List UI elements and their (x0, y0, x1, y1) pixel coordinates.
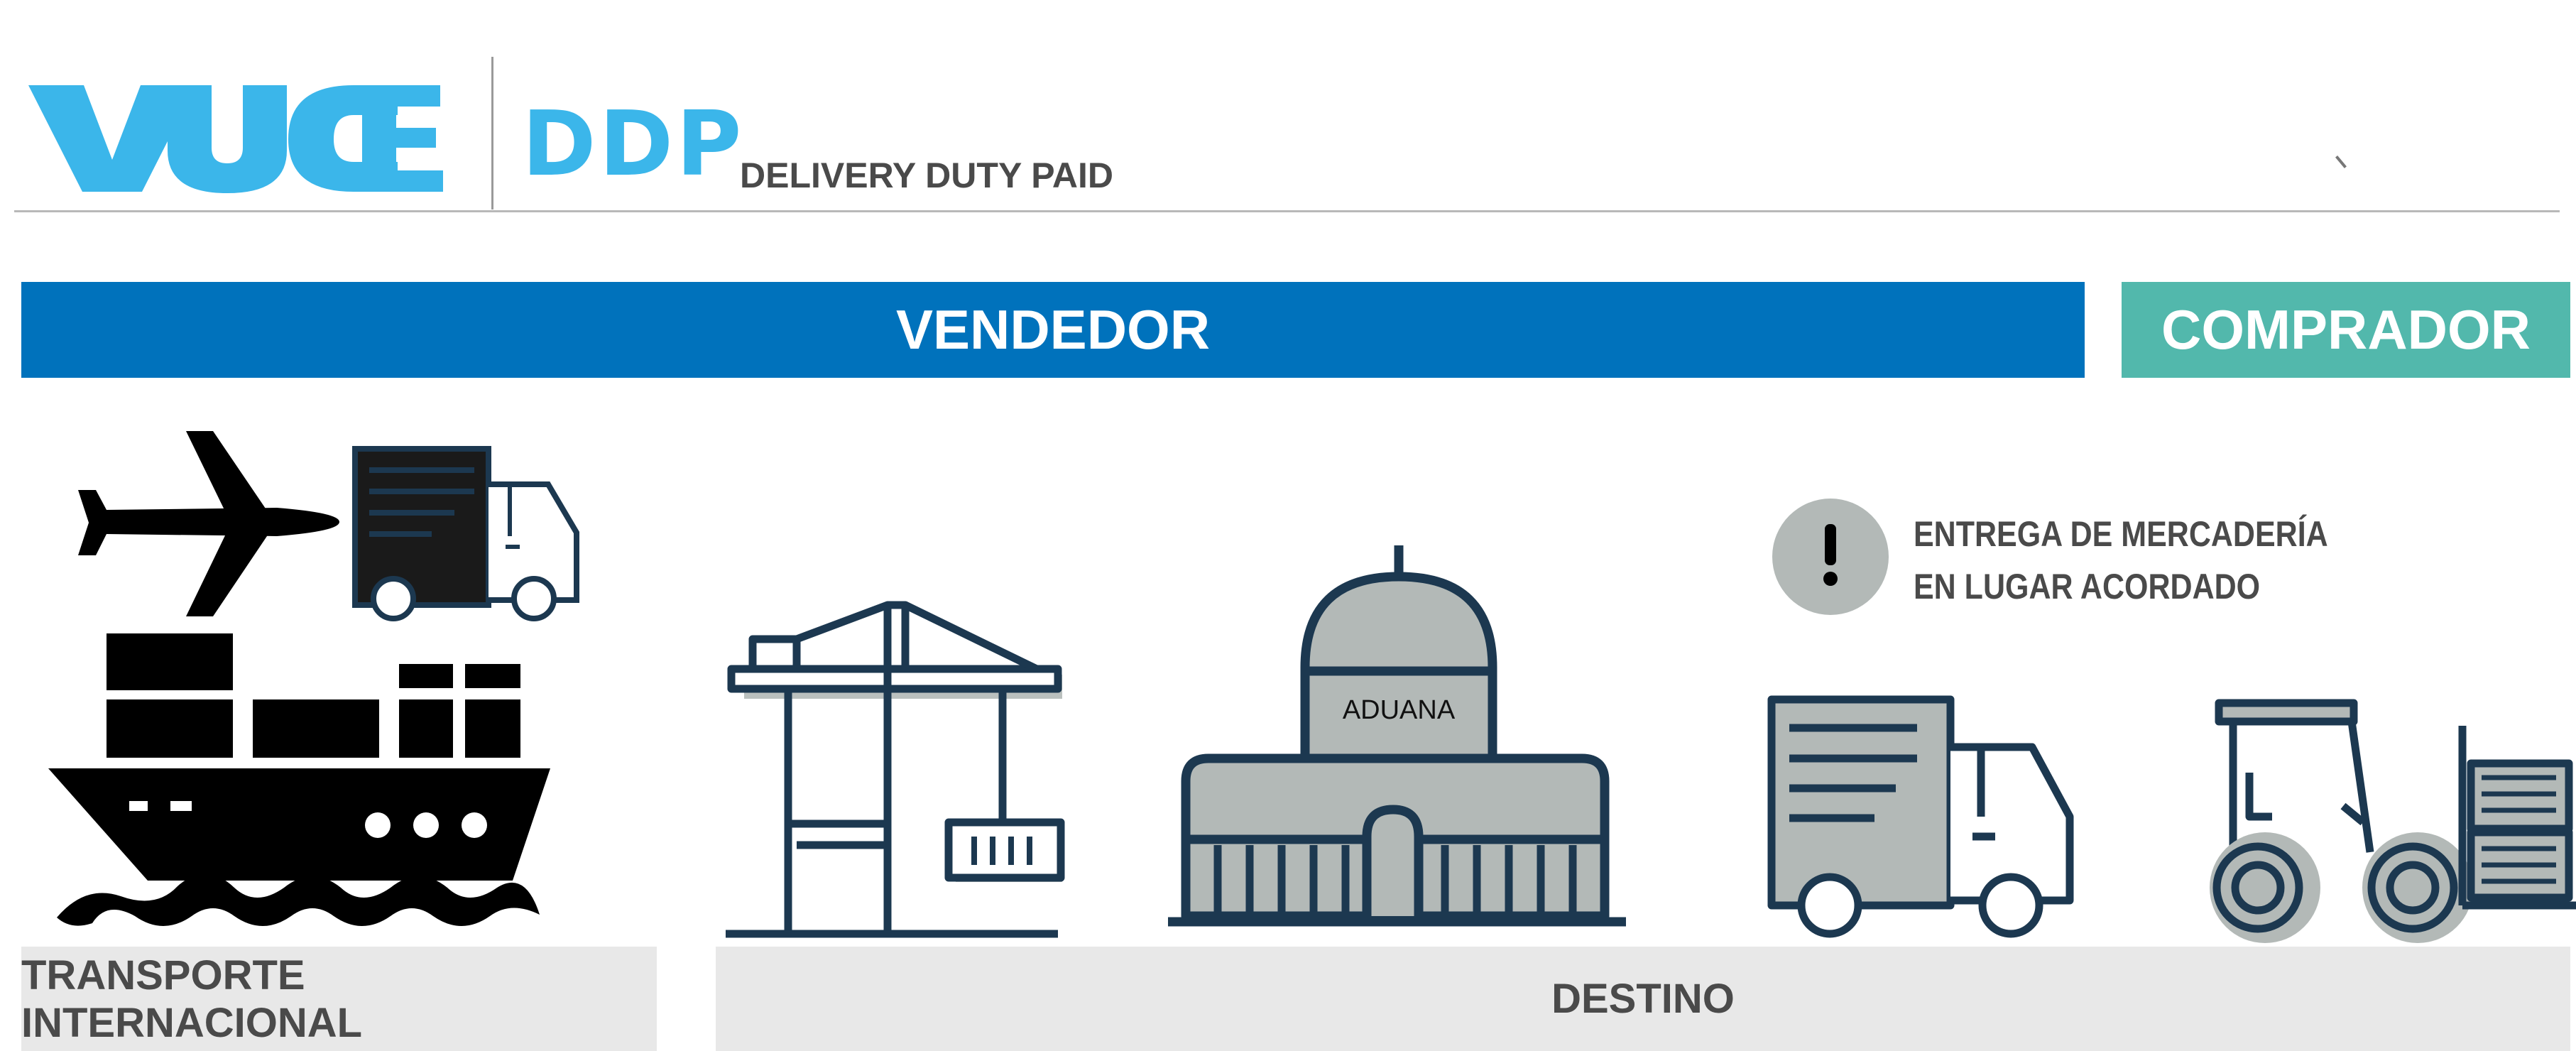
vuce-logo (28, 85, 443, 193)
forklift-icon (2210, 699, 2576, 943)
stage-destination: DESTINO (716, 947, 2570, 1051)
airplane-icon (78, 431, 339, 616)
process-illustration: ADUANA (48, 431, 2576, 943)
header-rule (14, 210, 2560, 212)
header-divider (491, 57, 493, 209)
notice-text: ENTREGA DE MERCADERÍA EN LUGAR ACORDADO (1914, 508, 2328, 613)
buyer-bar: COMPRADOR (2122, 282, 2570, 378)
notice-line-1: ENTREGA DE MERCADERÍA (1914, 514, 2328, 554)
exclamation-icon (1772, 499, 1889, 615)
cargo-ship-icon (48, 633, 550, 926)
stage-international-transport: TRANSPORTE INTERNACIONAL (21, 947, 657, 1051)
small-truck-icon (352, 446, 579, 621)
seller-bar: VENDEDOR (21, 282, 2085, 378)
notice-line-2: EN LUGAR ACORDADO (1914, 567, 2261, 606)
decorative-mark (2335, 156, 2347, 168)
customs-building-icon (1168, 545, 1626, 927)
port-crane-icon (726, 601, 1065, 938)
delivery-truck-icon (1767, 695, 2074, 938)
term-code: DDP (522, 92, 745, 196)
term-name: DELIVERY DUTY PAID (740, 156, 1114, 195)
customs-label: ADUANA (1343, 695, 1456, 725)
